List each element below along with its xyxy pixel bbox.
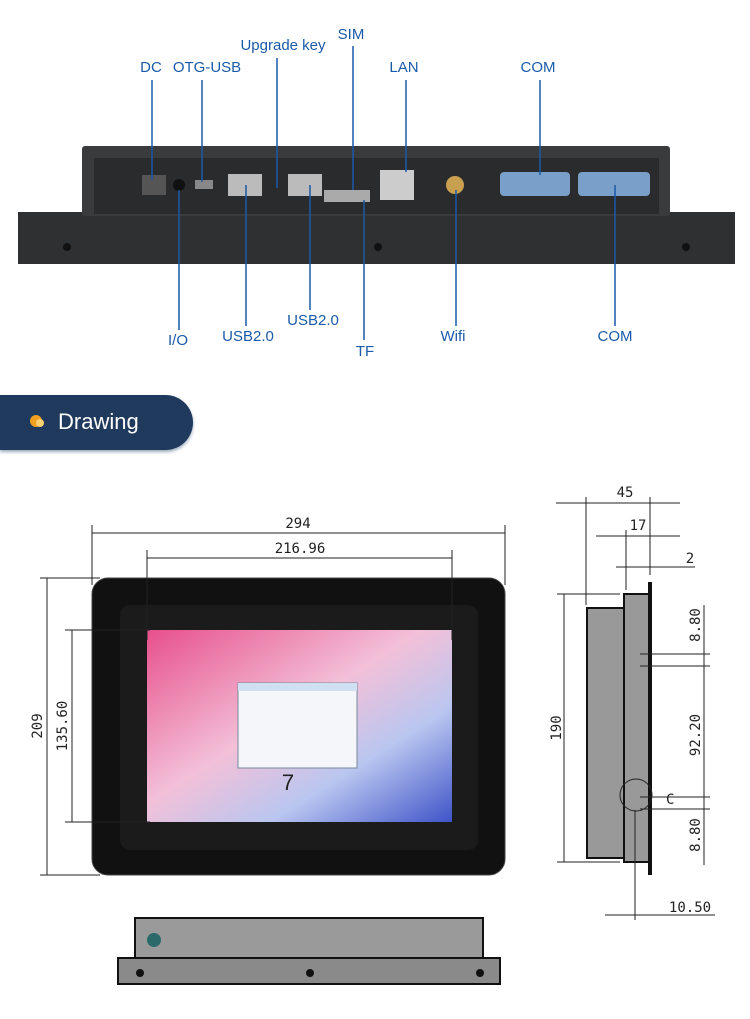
- front-view: 7: [91, 577, 506, 876]
- dim-screen-height: 135.60: [55, 701, 71, 752]
- label-otg-usb: OTG-USB: [172, 59, 242, 76]
- dim-height: 209: [30, 713, 46, 738]
- bottom-view: [117, 917, 501, 985]
- dim-hole-spacing: 92.20: [688, 714, 704, 756]
- label-usb-1: USB2.0: [222, 328, 274, 345]
- dim-side-height: 190: [549, 715, 565, 740]
- section-title: Drawing: [58, 409, 139, 434]
- side-dimensions: [556, 497, 715, 920]
- dim-depth-17: 17: [630, 518, 647, 534]
- dim-depth: 45: [617, 485, 634, 501]
- label-com-bottom: COM: [597, 328, 633, 345]
- leader-lines: [151, 46, 616, 340]
- section-header-drawing: Drawing: [0, 395, 193, 450]
- label-dc: DC: [140, 59, 162, 76]
- device-rear-photo: [18, 146, 735, 264]
- dim-screen-width: 216.96: [275, 541, 326, 557]
- screen-logo: 7: [282, 770, 294, 795]
- front-dimensions: [40, 525, 506, 876]
- label-wifi: Wifi: [440, 328, 466, 345]
- label-upgrade-key: Upgrade key: [240, 37, 326, 54]
- dim-bottom: 10.50: [669, 900, 711, 916]
- dim-bezel: 2: [686, 551, 694, 567]
- label-tf: TF: [355, 343, 375, 360]
- side-view: [586, 582, 653, 875]
- dim-top-offset: 8.80: [688, 608, 704, 642]
- detail-label: C: [666, 792, 674, 808]
- label-com-top: COM: [520, 59, 556, 76]
- label-sim: SIM: [337, 26, 365, 43]
- label-usb-2: USB2.0: [287, 312, 339, 329]
- label-io: I/O: [167, 332, 189, 349]
- label-lan: LAN: [389, 59, 419, 76]
- dim-width: 294: [285, 516, 310, 532]
- dim-bottom-offset: 8.80: [688, 818, 704, 852]
